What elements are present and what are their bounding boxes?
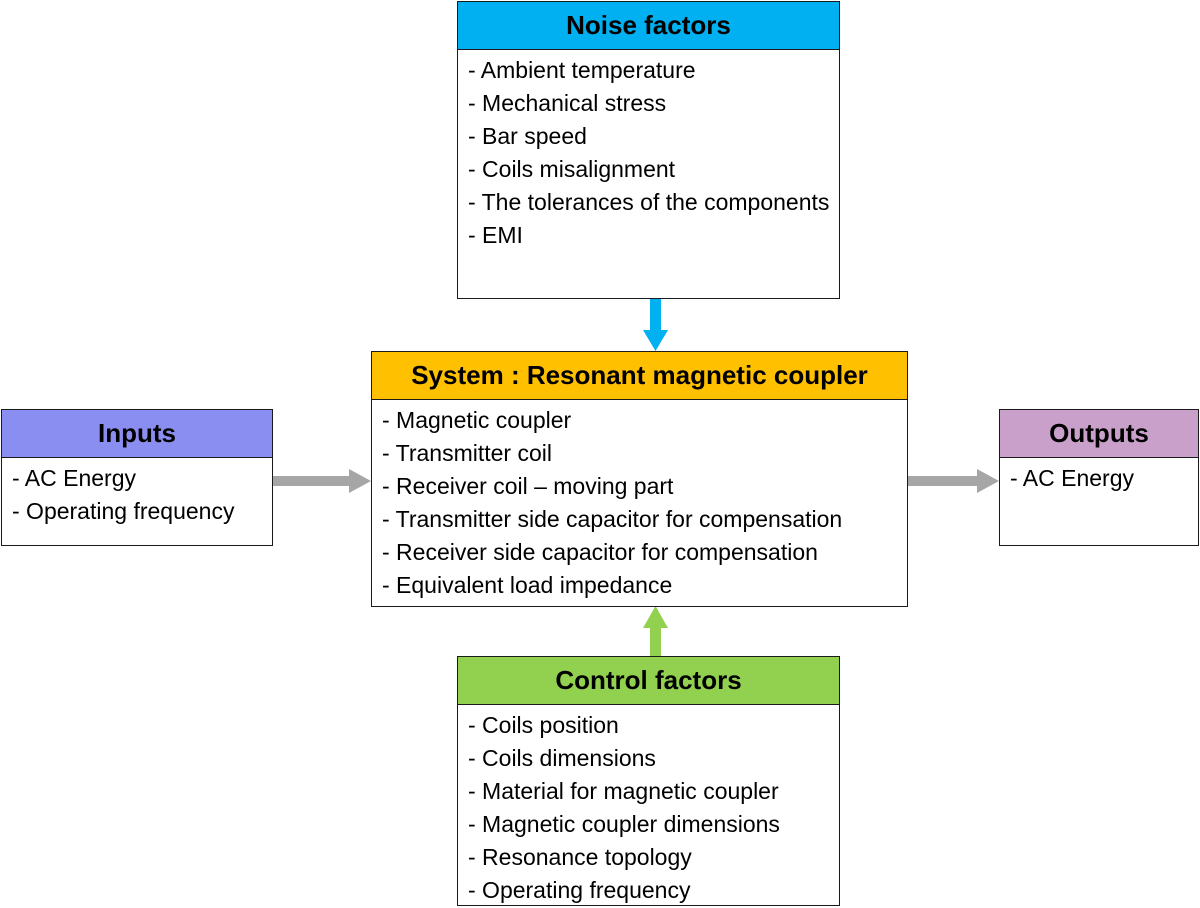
list-item: - Mechanical stress bbox=[468, 90, 667, 116]
noise-factors-box: Noise factors - Ambient temperature - Me… bbox=[457, 1, 840, 299]
list-item: - Ambient temperature bbox=[468, 57, 696, 83]
list-item: - The tolerances of the components bbox=[468, 189, 830, 215]
noise-factors-list: - Ambient temperature - Mechanical stres… bbox=[458, 50, 839, 252]
outputs-box: Outputs - AC Energy bbox=[999, 409, 1199, 546]
list-item: - Coils position bbox=[468, 712, 619, 738]
list-item: - Coils misalignment bbox=[468, 156, 676, 182]
list-item: - AC Energy bbox=[1010, 465, 1134, 491]
list-item: - EMI bbox=[468, 222, 523, 248]
list-item: - Transmitter side capacitor for compens… bbox=[382, 506, 843, 532]
system-box: System : Resonant magnetic coupler - Mag… bbox=[371, 351, 908, 607]
list-item: - Operating frequency bbox=[12, 498, 235, 524]
inputs-list: - AC Energy - Operating frequency bbox=[2, 458, 272, 528]
control-factors-title: Control factors bbox=[458, 657, 839, 705]
list-item: - Equivalent load impedance bbox=[382, 572, 673, 598]
system-list: - Magnetic coupler - Transmitter coil - … bbox=[372, 400, 907, 602]
list-item: - Operating frequency bbox=[468, 877, 691, 903]
control-factors-list: - Coils position - Coils dimensions - Ma… bbox=[458, 705, 839, 907]
list-item: - Receiver coil – moving part bbox=[382, 473, 674, 499]
list-item: - Receiver side capacitor for compensati… bbox=[382, 539, 818, 565]
inputs-box: Inputs - AC Energy - Operating frequency bbox=[1, 409, 273, 546]
list-item: - Bar speed bbox=[468, 123, 587, 149]
inputs-to-system-arrow bbox=[272, 469, 371, 493]
noise-to-system-arrow bbox=[643, 298, 668, 351]
control-to-system-arrow bbox=[643, 606, 668, 656]
list-item: - Coils dimensions bbox=[468, 745, 656, 771]
noise-factors-title: Noise factors bbox=[458, 2, 839, 50]
list-item: - Material for magnetic coupler bbox=[468, 778, 779, 804]
outputs-title: Outputs bbox=[1000, 410, 1198, 458]
system-title: System : Resonant magnetic coupler bbox=[372, 352, 907, 400]
system-to-outputs-arrow bbox=[908, 469, 999, 493]
list-item: - AC Energy bbox=[12, 465, 136, 491]
list-item: - Magnetic coupler dimensions bbox=[468, 811, 780, 837]
list-item: - Magnetic coupler bbox=[382, 407, 572, 433]
control-factors-box: Control factors - Coils position - Coils… bbox=[457, 656, 840, 906]
list-item: - Resonance topology bbox=[468, 844, 692, 870]
list-item: - Transmitter coil bbox=[382, 440, 552, 466]
outputs-list: - AC Energy bbox=[1000, 458, 1198, 495]
inputs-title: Inputs bbox=[2, 410, 272, 458]
